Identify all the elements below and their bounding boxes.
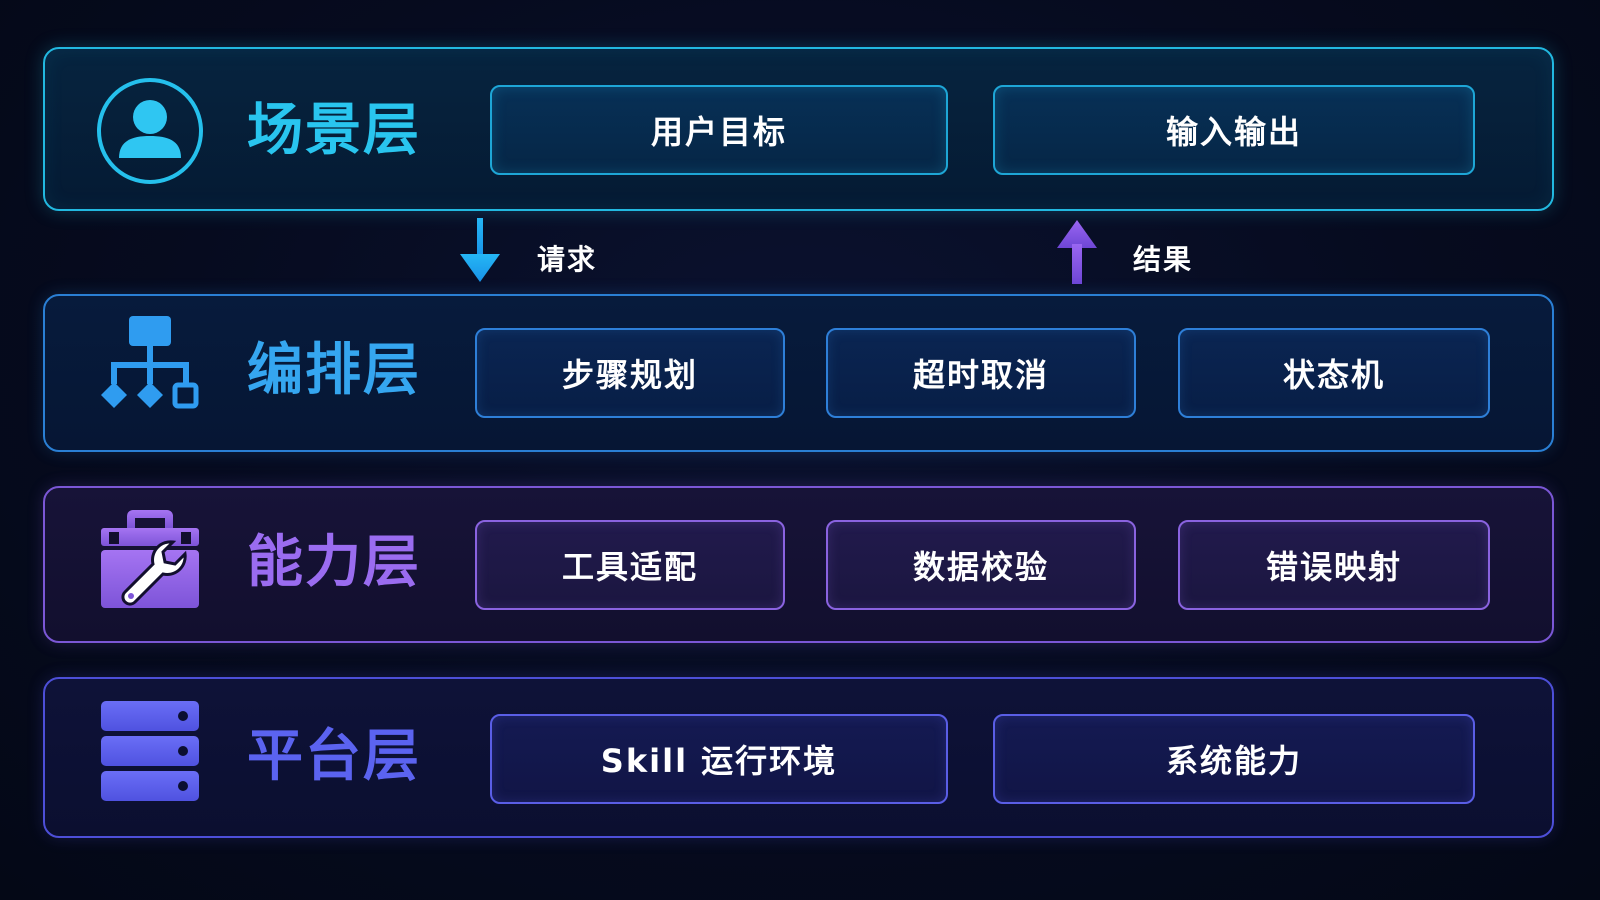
orchestration-item-step-planning: 步骤规划 — [475, 328, 785, 418]
scene-item-input-output: 输入输出 — [993, 85, 1475, 175]
scene-item-user-goal: 用户目标 — [490, 85, 948, 175]
platform-layer-title: 平台层 — [247, 724, 421, 789]
user-icon — [97, 78, 203, 184]
scene-layer-title: 场景层 — [247, 98, 421, 163]
orchestration-layer-title: 编排层 — [247, 338, 421, 403]
platform-item-system-capability: 系统能力 — [993, 714, 1475, 804]
platform-item-skill-runtime: Skill 运行环境 — [490, 714, 948, 804]
capability-layer: 能力层 工具适配 数据校验 错误映射 — [43, 486, 1554, 643]
capability-item-error-mapping: 错误映射 — [1178, 520, 1490, 610]
capability-layer-title: 能力层 — [247, 530, 421, 595]
result-label: 结果 — [1133, 243, 1194, 276]
orchestration-item-state-machine: 状态机 — [1178, 328, 1490, 418]
toolbox-icon — [101, 510, 199, 608]
server-icon — [101, 701, 199, 801]
request-label: 请求 — [537, 243, 598, 276]
orchestration-layer: 编排层 步骤规划 超时取消 状态机 — [43, 294, 1554, 452]
platform-layer: 平台层 Skill 运行环境 系统能力 — [43, 677, 1554, 838]
capability-item-data-validation: 数据校验 — [826, 520, 1136, 610]
arrow-down-icon — [460, 218, 500, 282]
orchestration-item-timeout-cancel: 超时取消 — [826, 328, 1136, 418]
capability-item-tool-adapter: 工具适配 — [475, 520, 785, 610]
arrow-up-icon — [1057, 220, 1097, 284]
hierarchy-icon — [101, 316, 199, 409]
scene-layer: 场景层 用户目标 输入输出 — [43, 47, 1554, 211]
